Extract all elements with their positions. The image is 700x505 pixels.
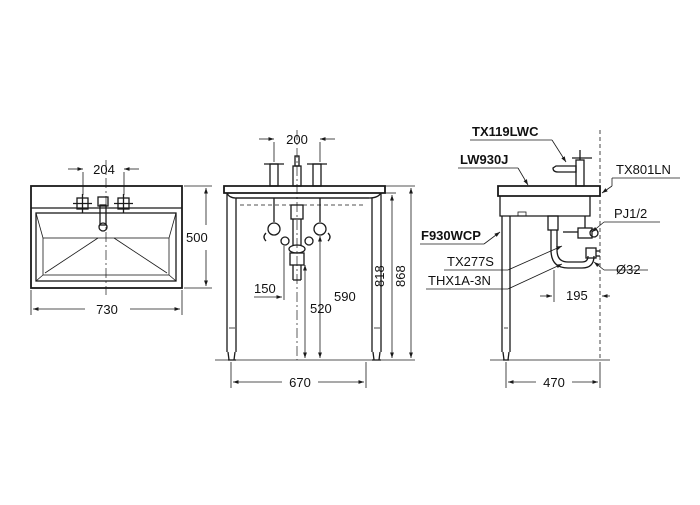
- faucet-side-icon: [552, 150, 592, 187]
- plumbing-side: [547, 215, 600, 269]
- basin-side: [497, 185, 601, 197]
- dim-front-height-590: 590: [334, 289, 356, 304]
- label-pipe-diameter: Ø32: [616, 262, 641, 277]
- label-drain-model: THX1A-3N: [428, 273, 491, 288]
- handle-left-icon: [73, 194, 92, 213]
- faucet-front-icon: [264, 155, 327, 187]
- label-basin-model: LW930J: [460, 152, 508, 167]
- label-spout-model: TX801LN: [616, 162, 671, 177]
- dim-side-depth: 470: [543, 375, 565, 390]
- label-supply-model: PJ1/2: [614, 206, 647, 221]
- dim-front-faucet-spacing: 200: [286, 132, 308, 147]
- label-trap-model: TX277S: [447, 254, 494, 269]
- label-stand-model: F930WCP: [421, 228, 481, 243]
- side-view: TX801LN TX119LWC LW930J F930WCP: [420, 124, 680, 390]
- basin-front: [223, 185, 386, 194]
- trap-front: [288, 204, 306, 281]
- top-view: 204 500 730: [30, 160, 212, 317]
- dim-front-width: 670: [289, 375, 311, 390]
- dim-front-height-520: 520: [310, 301, 332, 316]
- stand-left-leg: [226, 193, 237, 361]
- label-faucet-model: TX119LWC: [472, 124, 539, 139]
- front-view: 200 150 590 520 818 868 670: [215, 130, 415, 390]
- dim-front-trap-offset: 150: [254, 281, 276, 296]
- supply-valves-front: [263, 198, 331, 246]
- dim-side-drain-offset: 195: [566, 288, 588, 303]
- spout-top-icon: [97, 196, 109, 232]
- dim-front-height-868: 868: [393, 265, 408, 287]
- dim-top-depth: 500: [186, 230, 208, 245]
- dim-top-faucet-spacing: 204: [93, 162, 115, 177]
- dim-top-width: 730: [96, 302, 118, 317]
- stand-side-legs: [501, 216, 511, 361]
- basin-outline-top: [30, 185, 183, 289]
- dim-front-height-818: 818: [372, 265, 387, 287]
- handle-right-icon: [114, 194, 133, 213]
